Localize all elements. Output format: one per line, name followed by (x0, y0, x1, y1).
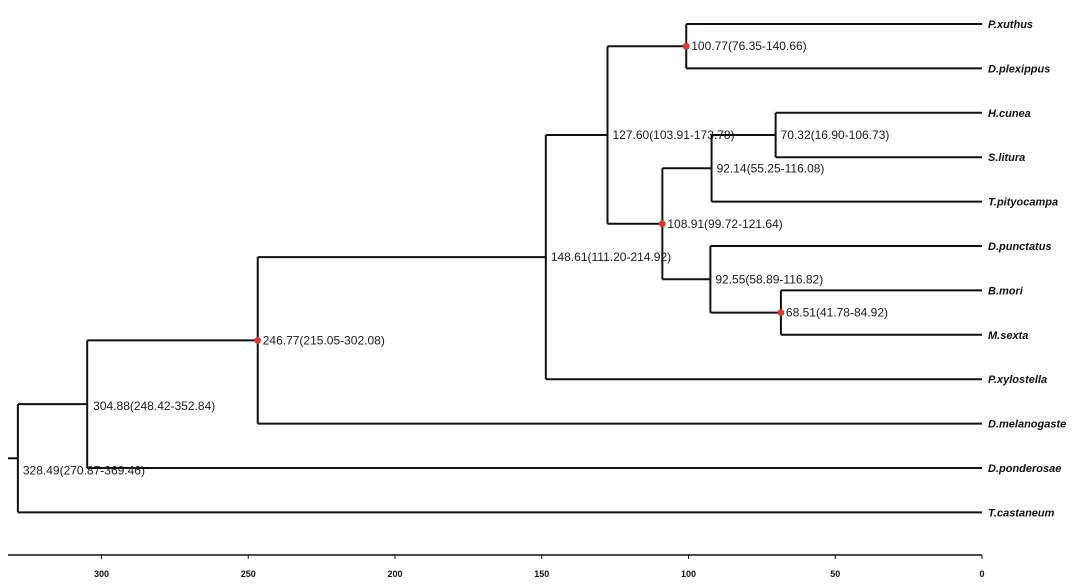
axis-tick-label: 0 (979, 569, 984, 579)
branches (8, 23, 982, 514)
taxon-label: T.castaneum (988, 507, 1055, 519)
node-age-label: 148.61(111.20-214.92) (551, 250, 671, 264)
taxon-label: P.xuthus (988, 19, 1033, 31)
axis-tick-label: 300 (94, 569, 109, 579)
taxon-label: H.cunea (988, 108, 1031, 120)
node-age-label: 100.77(76.35-140.66) (691, 39, 806, 53)
axis-tick-label: 200 (387, 569, 402, 579)
axis-tick-label: 250 (241, 569, 256, 579)
calibration-point-marker (658, 220, 666, 228)
calibration-point-marker (254, 336, 262, 344)
taxon-label: D.plexippus (988, 63, 1050, 75)
taxon-label: P.xylostella (988, 374, 1047, 386)
taxon-label: B.mori (988, 285, 1024, 297)
node-age-label: 246.77(215.05-302.08) (263, 333, 385, 347)
node-age-label: 92.55(58.89-116.82) (715, 272, 823, 286)
axis-tick-label: 150 (534, 569, 549, 579)
node-age-label: 328.49(270.87-369.46) (23, 463, 145, 477)
node-age-label: 127.60(103.91-173.78) (612, 128, 734, 142)
taxon-label: T.pityocampa (988, 197, 1058, 209)
node-age-label: 68.51(41.78-84.92) (786, 306, 888, 320)
taxon-label: D.melanogaste (988, 419, 1066, 431)
taxon-label: S.litura (988, 152, 1025, 164)
calibration-point-marker (777, 309, 785, 316)
node-age-label: 70.32(16.90-106.73) (781, 128, 890, 142)
node-age-label: 92.14(55.25-116.08) (717, 161, 825, 175)
axis-tick-label: 100 (681, 569, 696, 579)
node-age-label: 304.88(248.42-352.84) (93, 399, 215, 413)
node-age-label: 108.91(99.72-121.64) (667, 217, 782, 231)
taxon-label: D.ponderosae (988, 463, 1061, 475)
calibration-point-marker (682, 42, 690, 50)
axis-tick-label: 50 (830, 569, 840, 579)
taxon-label: M.sexta (988, 330, 1028, 342)
taxon-label: D.punctatus (988, 241, 1052, 253)
